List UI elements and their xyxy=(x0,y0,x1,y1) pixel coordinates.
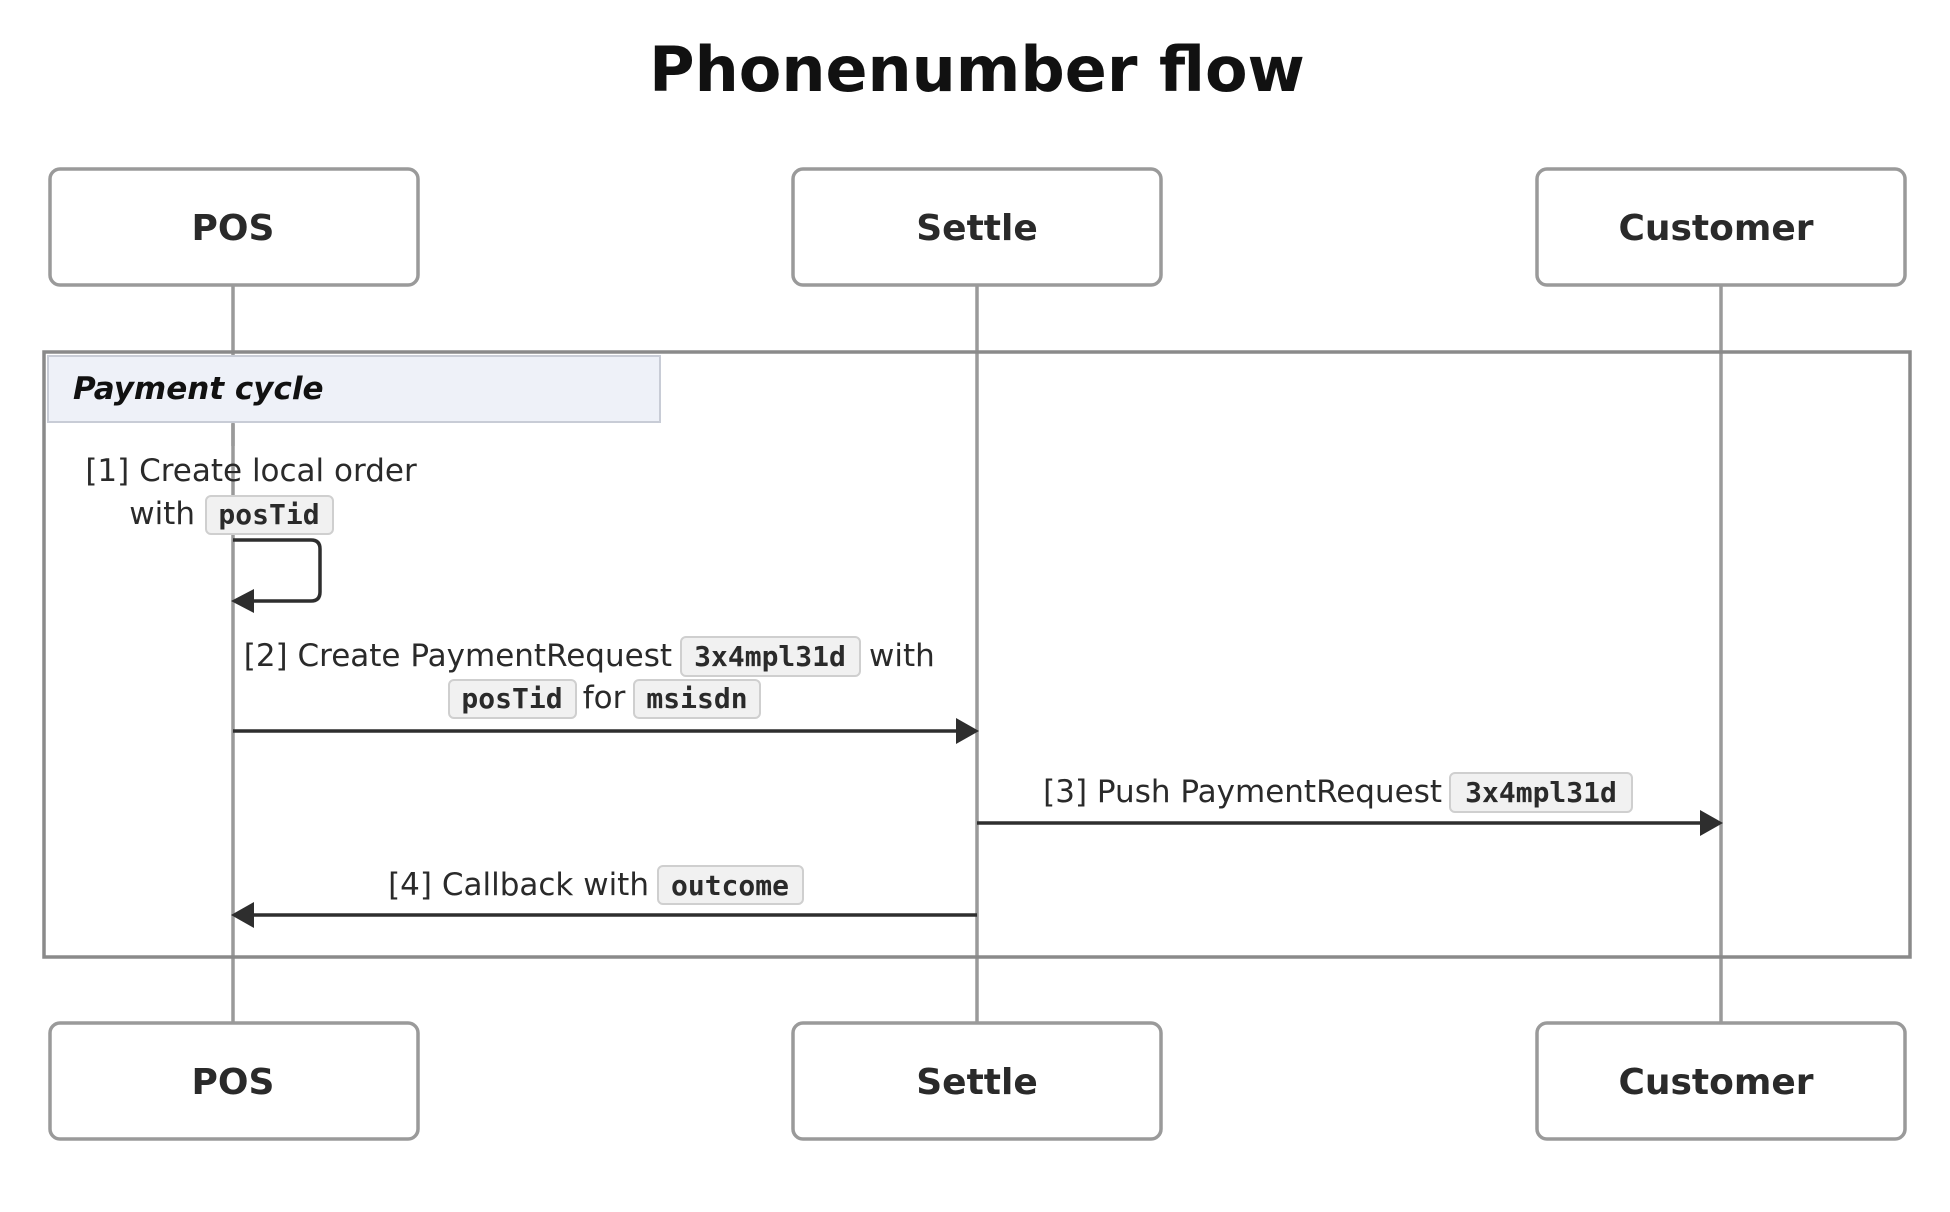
actor-pos-top: POS xyxy=(48,167,420,287)
diagram-title: Phonenumber flow xyxy=(649,33,1305,106)
message-1-label: [1] Create local order xyxy=(85,453,417,489)
actor-settle-top: Settle xyxy=(791,167,1163,287)
actor-customer-top: Customer xyxy=(1535,167,1907,287)
actor-label: Customer xyxy=(1618,1062,1813,1103)
actor-label: POS xyxy=(192,1062,275,1103)
message-1-label-with: with xyxy=(129,496,195,532)
arrow-head xyxy=(956,718,979,744)
message-2: [2] Create PaymentRequest 3x4mpl31d with… xyxy=(233,636,979,744)
message-2-label-with: with xyxy=(869,638,935,674)
message-4-code-outcome: outcome xyxy=(671,869,789,902)
message-1: [1] Create local order with posTid xyxy=(85,453,417,613)
loop-frame: Payment cycle xyxy=(42,350,1912,959)
message-2-code-id: 3x4mpl31d xyxy=(694,640,846,673)
arrow-head xyxy=(231,589,254,613)
actor-customer-bottom: Customer xyxy=(1535,1021,1907,1141)
arrow-head xyxy=(1700,810,1723,836)
actor-settle-bottom: Settle xyxy=(791,1021,1163,1141)
actor-label: Customer xyxy=(1618,208,1813,249)
message-1-code-postid: posTid xyxy=(218,498,319,531)
loop-label: Payment cycle xyxy=(73,371,324,407)
message-2-label: [2] Create PaymentRequest xyxy=(244,638,672,674)
message-3-code-id: 3x4mpl31d xyxy=(1465,776,1617,809)
actor-label: Settle xyxy=(916,1062,1038,1103)
self-arrow xyxy=(233,538,322,603)
actor-pos-bottom: POS xyxy=(48,1021,420,1141)
message-4-label: [4] Callback with xyxy=(388,867,649,903)
message-2-code-postid: posTid xyxy=(461,682,562,715)
message-2-label-for: for xyxy=(583,680,626,716)
message-4: [4] Callback with outcome xyxy=(231,865,977,928)
actor-label: Settle xyxy=(916,208,1038,249)
message-3-label: [3] Push PaymentRequest xyxy=(1043,774,1442,810)
arrow-head xyxy=(231,902,254,928)
message-3: [3] Push PaymentRequest 3x4mpl31d xyxy=(977,772,1723,836)
message-2-code-msisdn: msisdn xyxy=(646,682,747,715)
loop-label-box xyxy=(47,355,661,423)
actor-label: POS xyxy=(192,208,275,249)
